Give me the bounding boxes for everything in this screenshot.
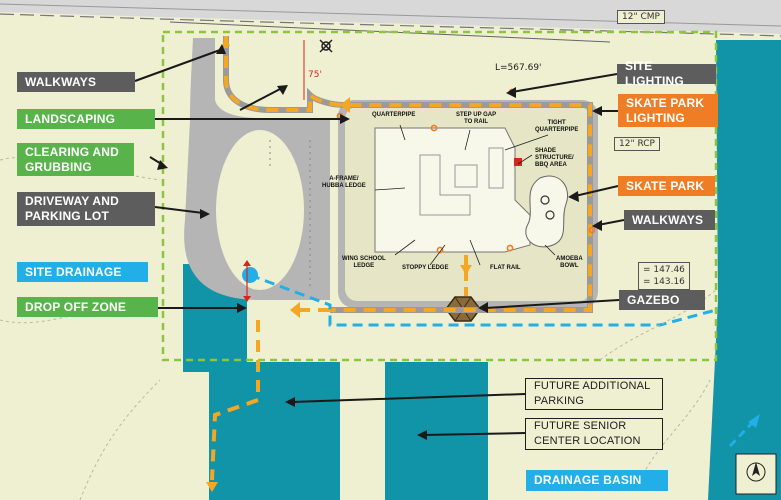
feature-aframe: A-FRAME/ HUBBA LEDGE <box>322 176 366 189</box>
walkway-arrow-north-icon <box>222 36 230 46</box>
property-line <box>169 21 611 43</box>
bowl-drain-2 <box>545 210 555 220</box>
feature-amoeba: AMOEBA BOWL <box>556 256 583 269</box>
feature-flat-rail: FLAT RAIL <box>490 265 521 271</box>
label-drop-off: DROP OFF ZONE <box>17 297 158 317</box>
label-walkways-left: WALKWAYS <box>17 72 135 92</box>
label-clearing: CLEARING AND GRUBBING <box>17 143 134 176</box>
parking-island <box>216 130 304 290</box>
road-centerline <box>0 3 781 27</box>
amoeba-bowl <box>525 175 568 248</box>
rcp-label: 12" RCP <box>614 137 660 151</box>
feature-tight-qp: TIGHT QUARTERPIPE <box>535 120 579 133</box>
feature-stoppy: STOPPY LEDGE <box>402 265 449 271</box>
drainage-pipe <box>249 273 717 327</box>
future-parking-area <box>209 362 340 500</box>
drainage-channel <box>708 40 781 500</box>
drainage-outlet <box>728 418 757 448</box>
skate-box <box>454 164 478 188</box>
elevation-2: = 143.16 <box>643 277 685 287</box>
label-skate-park: SKATE PARK <box>618 176 715 196</box>
walkway-arrow-sw-icon <box>290 302 300 318</box>
road <box>0 0 781 34</box>
label-future-parking: FUTURE ADDITIONAL PARKING <box>525 378 663 410</box>
feature-callouts <box>374 124 556 266</box>
leader-arrowheads <box>157 44 602 440</box>
label-gazebo: GAZEBO <box>619 290 705 310</box>
label-site-lighting: SITE LIGHTING <box>617 59 716 88</box>
walkway-south <box>210 320 260 481</box>
shade-structure-marker <box>514 158 522 166</box>
leader-lines <box>134 49 625 436</box>
feature-shade: SHADE STRUCTURE/ BBQ AREA <box>535 148 574 168</box>
length-label: L=567.69' <box>495 63 542 73</box>
walkway-arrow-gazebo-icon <box>460 265 472 275</box>
walkway-path <box>224 36 592 312</box>
survey-marker-icon <box>319 39 333 53</box>
label-driveway: DRIVEWAY AND PARKING LOT <box>17 192 155 226</box>
bowl-drain-1 <box>540 195 550 205</box>
label-drainage-basin: DRAINAGE BASIN <box>526 470 668 491</box>
drainage-outlet-arrow-icon <box>748 414 760 428</box>
road-edge-line <box>0 13 781 37</box>
dim-75-label: 75' <box>308 70 322 80</box>
skate-feature-outline <box>419 154 471 216</box>
label-walkways-right: WALKWAYS <box>624 210 715 230</box>
cmp-label: 12" CMP <box>617 10 665 24</box>
elevation-1: = 147.46 <box>643 265 685 275</box>
dim-arrow-up-icon <box>243 260 251 266</box>
feature-quarterpipe: QUARTERPIPE <box>372 112 416 118</box>
tight-qp-outline <box>488 147 504 189</box>
future-senior-area <box>385 362 488 500</box>
walkway-arrow-west-icon <box>340 97 350 113</box>
label-skate-lighting: SKATE PARK LIGHTING <box>618 94 718 127</box>
feature-step-up: STEP UP GAP TO RAIL <box>456 112 497 125</box>
north-arrow-icon <box>735 453 777 495</box>
walkway-arrow-icon <box>206 482 218 492</box>
label-site-drainage: SITE DRAINAGE <box>17 262 148 282</box>
label-landscaping: LANDSCAPING <box>17 109 155 129</box>
label-future-senior: FUTURE SENIOR CENTER LOCATION <box>525 418 663 450</box>
elevation-box: = 147.46 = 143.16 <box>638 262 690 290</box>
clearing-boundary <box>161 30 718 362</box>
skate-park-surface <box>374 127 531 253</box>
dim-arrow-down-icon <box>243 296 251 302</box>
feature-wing: WING SCHOOL LEDGE <box>342 256 386 269</box>
drain-inlet-icon <box>242 267 258 283</box>
